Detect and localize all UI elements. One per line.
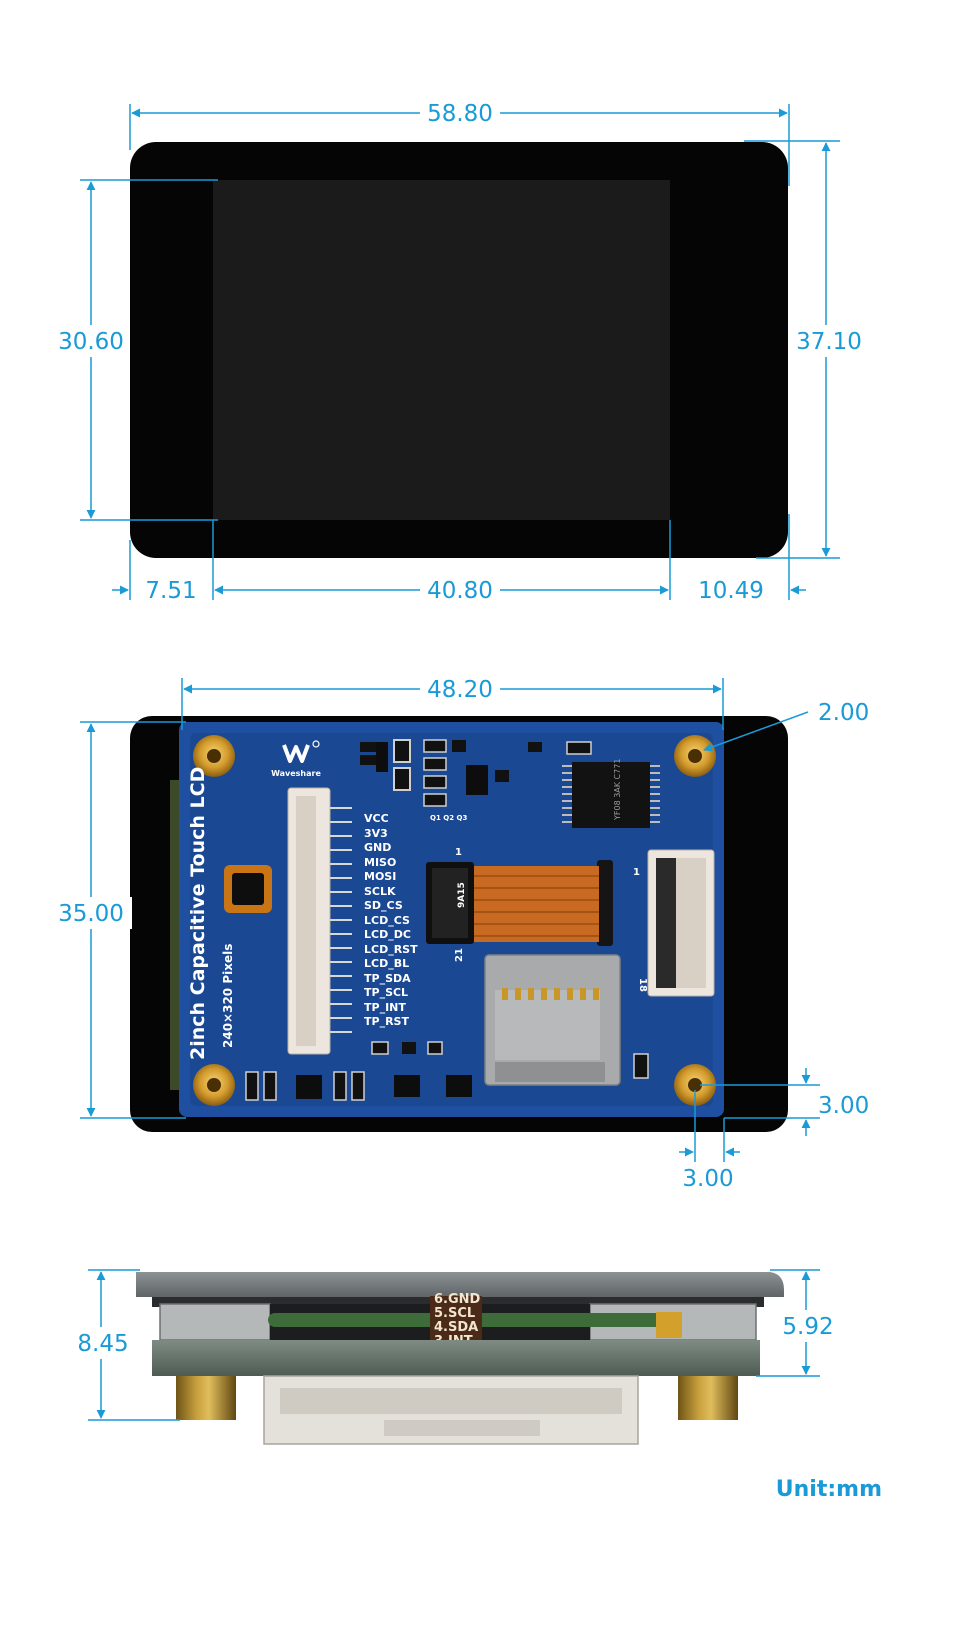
product-resolution: 240×320 Pixels xyxy=(221,944,235,1048)
dim-total-thickness: 8.45 xyxy=(77,1331,128,1357)
dim-hole-offset-bottom: 3.00 xyxy=(818,1093,869,1119)
fpc-marking: 9A15 xyxy=(457,882,467,908)
pin-label: 3V3 xyxy=(364,827,388,840)
front-view: 58.80 30.60 37.10 7.51 40.80 10.49 xyxy=(55,97,862,606)
main-ic xyxy=(562,741,660,828)
dim-label-bg xyxy=(420,673,500,705)
top-smd-components xyxy=(360,739,542,807)
pin-header-slot xyxy=(296,796,316,1046)
dim-left-margin: 7.51 xyxy=(145,578,196,604)
side-standoff-left xyxy=(176,1376,236,1420)
pin-label: LCD_RST xyxy=(364,943,418,956)
dim-overall-width: 58.80 xyxy=(427,101,493,127)
pin-label: LCD_CS xyxy=(364,914,410,927)
dim-display-width: 40.80 xyxy=(427,578,493,604)
side-standoff-right xyxy=(678,1376,738,1420)
dim-label-bg xyxy=(52,897,132,929)
front-extension-lines xyxy=(80,104,840,600)
dim-line-hole-diameter xyxy=(703,711,809,752)
dim-label-bg xyxy=(796,325,860,357)
brand-name: Waveshare xyxy=(271,769,321,778)
pin-label: LCD_BL xyxy=(364,957,409,970)
pin-label: SCLK xyxy=(364,885,396,898)
dim-hole-diameter: 2.00 xyxy=(818,700,869,726)
dim-display-height: 30.60 xyxy=(58,329,124,355)
mounting-hole-bottom-left xyxy=(193,1064,235,1106)
touch-ic xyxy=(232,873,264,905)
side-glass-panel xyxy=(136,1272,784,1297)
dim-label-bg xyxy=(55,325,127,357)
side-label-line: 6.GND xyxy=(434,1292,481,1307)
back-flex-strip xyxy=(170,780,180,1090)
pin-label: TP_INT xyxy=(364,1001,406,1014)
dim-hole-offset-side: 3.00 xyxy=(682,1166,733,1192)
main-ic-marking: YF08 3AK C771 xyxy=(613,759,622,821)
pin-label: MISO xyxy=(364,856,396,869)
side-bracket-left xyxy=(159,1303,271,1341)
fpc-pin-1-label: 1 xyxy=(455,847,462,858)
side-connector-slot xyxy=(384,1420,540,1436)
dim-overall-height: 37.10 xyxy=(796,329,862,355)
dim-label-bg xyxy=(778,1310,838,1342)
pin-label: GND xyxy=(364,841,391,854)
dim-label-bg xyxy=(70,1327,134,1359)
dim-hole-spacing: 48.20 xyxy=(427,677,493,703)
pin-label: TP_SCL xyxy=(364,986,408,999)
dim-panel-thickness: 5.92 xyxy=(782,1314,833,1340)
dim-label-bg xyxy=(420,574,500,606)
fpc-pin-21-label: 21 xyxy=(454,948,465,962)
microsd-slot xyxy=(484,954,621,1086)
mounting-hole-top-right xyxy=(674,735,716,777)
pin-label: MOSI xyxy=(364,870,396,883)
pin-header-pins xyxy=(330,807,352,1033)
side-label-line: 5.SCL xyxy=(434,1306,475,1321)
front-display-area xyxy=(213,180,670,520)
product-title: 2inch Capacitive Touch LCD xyxy=(187,767,209,1060)
pin-label: VCC xyxy=(364,812,389,825)
side-connector xyxy=(647,849,715,997)
fpc-connector xyxy=(426,860,613,946)
waveshare-logo xyxy=(282,740,320,763)
unit-label: Unit:mm xyxy=(776,1477,882,1502)
pin-label: TP_RST xyxy=(364,1015,409,1028)
dim-right-margin: 10.49 xyxy=(698,578,764,604)
side-label-line: 4.SDA xyxy=(434,1320,478,1335)
mounting-hole-top-left xyxy=(193,735,235,777)
side-pcb xyxy=(152,1340,760,1376)
connector-pin-1-label: 1 xyxy=(633,867,640,878)
pin-label: LCD_DC xyxy=(364,928,411,941)
dim-board-height: 35.00 xyxy=(58,901,124,927)
bottom-smd-components xyxy=(245,1041,649,1101)
connector-pin-18-label: 18 xyxy=(637,978,648,992)
side-label-tag xyxy=(430,1296,482,1340)
pin-labels: VCC 3V3 GND MISO MOSI SCLK SD_CS LCD_CS … xyxy=(364,812,418,1028)
mounting-hole-bottom-right xyxy=(674,1064,716,1106)
pin-label: SD_CS xyxy=(364,899,403,912)
dim-label-bg xyxy=(420,97,500,129)
small-ic-marking: Q1 Q2 Q3 xyxy=(430,814,467,822)
back-view: Waveshare 2inch Capacitive Touch LCD 240… xyxy=(52,673,869,1192)
side-view: 6.GND 5.SCL 4.SDA 3.INT 8.45 5.92 xyxy=(70,1269,838,1445)
pin-label: TP_SDA xyxy=(364,972,411,985)
side-connector-slot xyxy=(280,1388,622,1414)
side-spring xyxy=(656,1312,682,1338)
